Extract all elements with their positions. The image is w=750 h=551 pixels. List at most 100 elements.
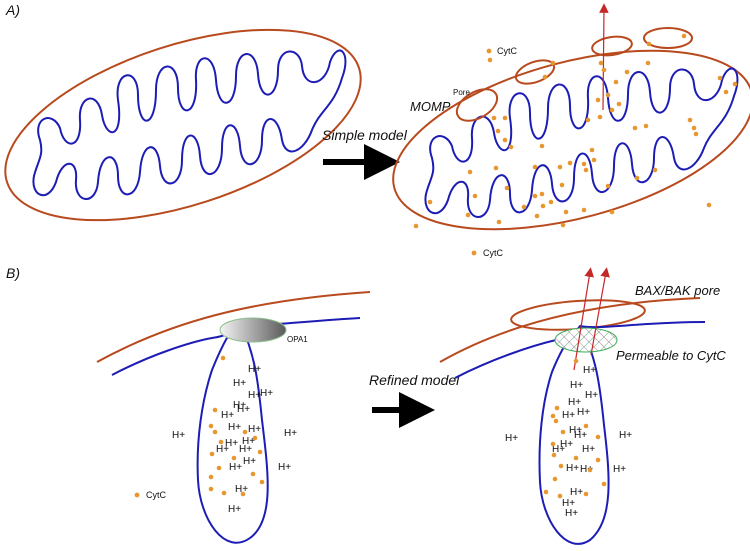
cytc-dots-panel-b — [208, 355, 607, 499]
cytc-dot — [548, 199, 554, 205]
cytc-dot — [583, 423, 589, 429]
cytc-dot — [646, 41, 652, 47]
proton-label: H+ — [235, 484, 248, 495]
cytc-dot — [595, 434, 601, 440]
proton-label: H+ — [248, 424, 261, 435]
cytc-dot — [216, 465, 222, 471]
cytc-dot — [595, 457, 601, 463]
cytc-dot — [472, 193, 478, 199]
cytc-dot — [212, 429, 218, 435]
cytc-dot — [539, 191, 545, 197]
cytc-dots-panel-a — [413, 33, 738, 229]
inner-membrane-cristae-left — [32, 49, 347, 200]
proton-label: H+ — [570, 487, 583, 498]
bax-bak-pore-label: BAX/BAK pore — [635, 283, 720, 298]
proton-label: H+ — [229, 462, 242, 473]
outer-membrane-left — [4, 28, 362, 222]
cytc-dot — [543, 489, 549, 495]
cytc-dot — [250, 471, 256, 477]
pore-1 — [455, 88, 499, 122]
proton-label: H+ — [172, 430, 185, 441]
cytc-dot — [540, 203, 546, 209]
cytc-dot — [645, 60, 651, 66]
cytc-dot — [218, 439, 224, 445]
outer-membrane-b-left — [96, 291, 371, 363]
cytc-dot — [467, 169, 473, 175]
cytc-dot — [532, 193, 538, 199]
cytc-dot — [609, 209, 615, 215]
cytc-dot — [589, 147, 595, 153]
proton-label: H+ — [560, 439, 573, 450]
cytc-dot — [609, 107, 615, 113]
cytc-dot — [208, 423, 214, 429]
proton-label: H+ — [568, 397, 581, 408]
proton-label: H+ — [284, 428, 297, 439]
cytc-dot — [551, 452, 557, 458]
cytc-efflux-arrow-b1 — [573, 267, 594, 371]
cytc-dot — [550, 60, 556, 66]
cytc-dot — [581, 161, 587, 167]
proton-label: H+ — [570, 380, 583, 391]
proton-label: H+ — [580, 464, 593, 475]
pore-label: Pore — [453, 88, 470, 97]
cytc-legend-dot-a2 — [471, 250, 477, 256]
cytc-dot — [413, 223, 419, 229]
cytc-dot — [706, 202, 712, 208]
cytc-dot — [508, 144, 514, 150]
refined-model-label: Refined model — [369, 372, 460, 388]
simple-model-label: Simple model — [322, 127, 408, 143]
cytc-dot — [259, 479, 265, 485]
cytc-dot — [465, 212, 471, 218]
cytc-dot — [493, 165, 499, 171]
proton-label: H+ — [242, 436, 255, 447]
cytc-dot — [687, 117, 693, 123]
proton-label: H+ — [582, 444, 595, 455]
cytc-dot — [681, 33, 687, 39]
cytc-dot — [581, 207, 587, 213]
inner-membrane-cristae-right — [424, 67, 739, 218]
proton-labels-panel-b: H+H+H+H+H+H+H+H+H+H+H+H+H+H+H+H+H+H+H+H+… — [172, 364, 632, 519]
cytc-dot — [221, 490, 227, 496]
cytc-dot — [634, 175, 640, 181]
proton-label: H+ — [243, 456, 256, 467]
cytc-dot — [209, 451, 215, 457]
proton-label: H+ — [278, 462, 291, 473]
cytc-dot — [252, 435, 258, 441]
proton-label: H+ — [583, 365, 596, 376]
cytc-dot — [558, 463, 564, 469]
proton-label: H+ — [248, 390, 261, 401]
proton-label: H+ — [260, 388, 273, 399]
proton-label: H+ — [225, 438, 238, 449]
cytc-dot — [591, 157, 597, 163]
cytc-dot — [632, 125, 638, 131]
cytc-dot — [539, 143, 545, 149]
cytc-dot — [624, 69, 630, 75]
cytc-dot — [552, 476, 558, 482]
proton-label: H+ — [216, 444, 229, 455]
cytc-efflux-arrow-b2 — [590, 267, 610, 356]
cytc-dot — [723, 89, 729, 95]
cytc-dot — [553, 418, 559, 424]
cytc-dot — [595, 97, 601, 103]
cytc-legend-dot-b — [134, 492, 140, 498]
outer-membrane-b-right — [439, 297, 701, 363]
cytc-dot — [257, 449, 263, 455]
proton-label: H+ — [239, 444, 252, 455]
cytc-dot — [613, 79, 619, 85]
cytc-dot — [542, 74, 548, 80]
cytc-dot — [643, 123, 649, 129]
cytc-dot — [487, 57, 493, 63]
proton-label: H+ — [505, 433, 518, 444]
cytc-dot — [220, 355, 226, 361]
cytc-dot — [717, 75, 723, 81]
cytc-label-a1: CytC — [497, 46, 518, 56]
cytc-dot — [587, 467, 593, 473]
proton-label: H+ — [237, 404, 250, 415]
momp-label: MOMP — [410, 99, 451, 114]
proton-label: H+ — [565, 508, 578, 519]
cytc-efflux-arrow-a — [599, 3, 609, 111]
cytc-dot — [560, 429, 566, 435]
permeable-label: Permeable to CytC — [616, 348, 726, 363]
